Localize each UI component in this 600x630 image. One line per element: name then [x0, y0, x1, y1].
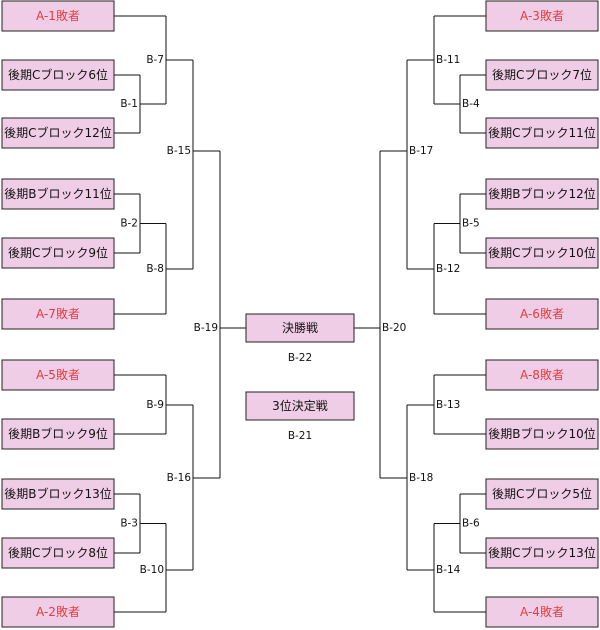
match-label: B-15	[167, 145, 191, 157]
team-box	[1, 117, 115, 149]
match-label: B-5	[462, 218, 480, 230]
final-match-label: B-22	[288, 352, 312, 364]
match-label: B-1	[120, 98, 138, 110]
match-label: B-16	[167, 472, 192, 484]
team-box	[485, 59, 599, 91]
match-label: B-19	[194, 322, 218, 334]
team-label: 後期Cブロック8位	[8, 545, 108, 560]
match-label: B-14	[436, 564, 461, 576]
team-label: 後期Bブロック10位	[488, 426, 596, 441]
final-box	[245, 313, 355, 343]
team-label: 後期Cブロック10位	[488, 245, 596, 260]
team-box	[1, 59, 115, 91]
team-label: 後期Cブロック9位	[8, 245, 108, 260]
team-box	[485, 237, 599, 269]
team-box	[1, 298, 115, 330]
team-label: 後期Cブロック13位	[488, 545, 596, 560]
match-label: B-3	[120, 518, 138, 530]
team-label: 後期Cブロック6位	[8, 67, 108, 82]
team-label: 後期Bブロック9位	[8, 426, 108, 441]
team-box	[485, 537, 599, 569]
team-label: A-7敗者	[36, 306, 80, 321]
third-place-match-label: B-21	[288, 430, 312, 442]
match-label: B-13	[436, 399, 460, 411]
team-label: A-3敗者	[520, 8, 564, 23]
match-label: B-12	[436, 263, 460, 275]
match-label: B-6	[462, 518, 480, 530]
final-label: 決勝戦	[282, 320, 318, 335]
match-label: B-2	[120, 218, 138, 230]
match-label: B-7	[146, 54, 164, 66]
team-box	[485, 596, 599, 628]
team-label: A-6敗者	[520, 306, 564, 321]
team-box	[1, 537, 115, 569]
team-label: 後期Cブロック7位	[492, 67, 592, 82]
team-box	[1, 0, 115, 32]
match-label: B-10	[140, 564, 164, 576]
team-box	[485, 117, 599, 149]
team-label: A-2敗者	[36, 604, 80, 619]
team-box	[1, 478, 115, 510]
team-box	[485, 298, 599, 330]
team-label: A-8敗者	[520, 367, 564, 382]
team-label: 後期Bブロック13位	[4, 486, 112, 501]
match-label: B-18	[409, 472, 433, 484]
team-box	[485, 0, 599, 32]
team-box	[485, 359, 599, 391]
match-label: B-17	[409, 145, 433, 157]
match-label: B-20	[382, 322, 406, 334]
team-label: 後期Cブロック11位	[488, 125, 596, 140]
team-label: 後期Cブロック5位	[492, 486, 592, 501]
team-label: 後期Bブロック12位	[488, 186, 596, 201]
third-place-label: 3位決定戦	[272, 398, 328, 413]
match-label: B-4	[462, 98, 480, 110]
team-label: 後期Cブロック12位	[4, 125, 112, 140]
team-box	[485, 478, 599, 510]
match-label: B-8	[146, 263, 164, 275]
third-place-box	[245, 391, 355, 421]
match-label: B-9	[146, 399, 164, 411]
team-label: 後期Bブロック11位	[4, 186, 112, 201]
team-box	[1, 359, 115, 391]
team-label: A-1敗者	[36, 8, 80, 23]
team-label: A-5敗者	[36, 367, 80, 382]
team-box	[1, 418, 115, 450]
match-label: B-11	[436, 54, 460, 66]
team-label: A-4敗者	[520, 604, 564, 619]
team-box	[1, 237, 115, 269]
